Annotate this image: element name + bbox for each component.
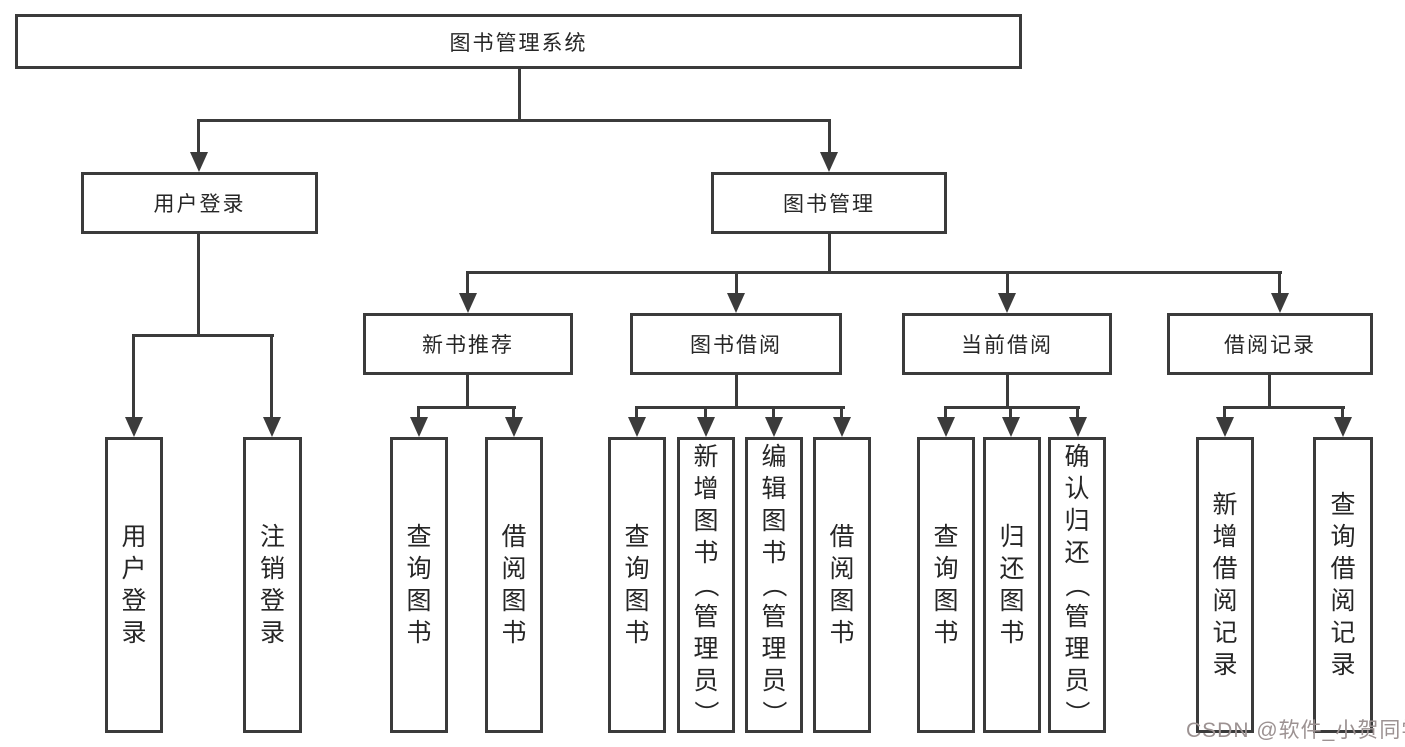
node-root: 图书管理系统 <box>15 14 1022 69</box>
node-book-borrow-label: 图书借阅 <box>690 334 782 357</box>
node-book-borrow: 图书借阅 <box>630 313 842 375</box>
node-borrow-records: 借阅记录 <box>1167 313 1373 375</box>
leaf-borrow-books: 借阅图书 <box>813 437 871 733</box>
arrow-down-icon <box>410 417 428 437</box>
arrow-down-icon <box>628 417 646 437</box>
arrow-down-icon <box>190 152 208 172</box>
node-book-management-label: 图书管理 <box>783 193 875 216</box>
leaf-edit-books-admin: 编辑图书（管理员） <box>745 437 803 733</box>
arrow-down-icon <box>1216 417 1234 437</box>
arrow-down-icon <box>1334 417 1352 437</box>
connector-line <box>466 374 469 409</box>
node-current-borrow-label: 当前借阅 <box>961 334 1053 357</box>
leaf-user-login-label: 用户登录 <box>121 523 147 647</box>
leaf-query-books-recommend-label: 查询图书 <box>406 523 432 647</box>
connector-line <box>1076 406 1079 422</box>
connector-line <box>512 406 515 422</box>
node-current-borrow: 当前借阅 <box>902 313 1112 375</box>
leaf-add-borrow-record: 新增借阅记录 <box>1196 437 1254 733</box>
arrow-down-icon <box>505 417 523 437</box>
connector-line <box>635 406 638 422</box>
node-borrow-records-label: 借阅记录 <box>1224 334 1316 357</box>
node-book-management: 图书管理 <box>711 172 947 234</box>
connector-line <box>1223 406 1226 422</box>
arrow-down-icon <box>998 293 1016 313</box>
leaf-return-books: 归还图书 <box>983 437 1041 733</box>
connector-line <box>840 406 843 422</box>
leaf-borrow-books-recommend: 借阅图书 <box>485 437 543 733</box>
arrow-down-icon <box>833 417 851 437</box>
leaf-return-books-label: 归还图书 <box>999 523 1025 647</box>
leaf-query-books-current-label: 查询图书 <box>933 523 959 647</box>
leaf-query-books-borrow: 查询图书 <box>608 437 666 733</box>
connector-line <box>772 406 775 422</box>
node-root-label: 图书管理系统 <box>449 31 588 55</box>
connector-line <box>417 406 516 409</box>
arrow-down-icon <box>263 417 281 437</box>
connector-line <box>1341 406 1344 422</box>
connector-line <box>466 271 1282 274</box>
connector-line <box>735 271 738 296</box>
arrow-down-icon <box>765 417 783 437</box>
node-new-book-recommend-label: 新书推荐 <box>422 334 514 357</box>
connector-line <box>1009 406 1012 422</box>
leaf-query-borrow-record: 查询借阅记录 <box>1313 437 1373 733</box>
arrow-down-icon <box>125 417 143 437</box>
connector-line <box>1006 374 1009 409</box>
connector-line <box>132 334 274 337</box>
connector-line <box>1268 374 1271 409</box>
arrow-down-icon <box>820 152 838 172</box>
node-new-book-recommend: 新书推荐 <box>363 313 573 375</box>
arrow-down-icon <box>1069 417 1087 437</box>
leaf-add-books-admin-label: 新增图书（管理员） <box>691 443 720 726</box>
leaf-borrow-books-label: 借阅图书 <box>829 523 855 647</box>
connector-line <box>635 406 845 409</box>
arrow-down-icon <box>937 417 955 437</box>
leaf-logout-label: 注销登录 <box>259 523 285 647</box>
connector-line <box>1223 406 1345 409</box>
connector-line <box>735 374 738 409</box>
connector-line <box>1006 271 1009 296</box>
connector-line <box>944 406 947 422</box>
arrow-down-icon <box>697 417 715 437</box>
connector-line <box>1278 271 1281 296</box>
leaf-confirm-return-admin-label: 确认归还（管理员） <box>1062 443 1091 726</box>
connector-line <box>197 119 200 155</box>
csdn-watermark: CSDN @软件_小贺同学 <box>1186 719 1405 742</box>
leaf-query-books-current: 查询图书 <box>917 437 975 733</box>
leaf-query-borrow-record-label: 查询借阅记录 <box>1330 491 1356 679</box>
connector-line <box>518 68 521 122</box>
arrow-down-icon <box>1002 417 1020 437</box>
leaf-borrow-books-recommend-label: 借阅图书 <box>501 523 527 647</box>
connector-line <box>197 233 200 337</box>
connector-line <box>132 334 135 420</box>
connector-line <box>944 406 1080 409</box>
leaf-add-books-admin: 新增图书（管理员） <box>677 437 735 733</box>
node-user-login: 用户登录 <box>81 172 318 234</box>
connector-line <box>270 334 273 420</box>
connector-line <box>828 119 831 155</box>
arrow-down-icon <box>727 293 745 313</box>
leaf-query-books-recommend: 查询图书 <box>390 437 448 733</box>
connector-line <box>466 271 469 296</box>
arrow-down-icon <box>459 293 477 313</box>
connector-line <box>417 406 420 422</box>
node-user-login-label: 用户登录 <box>153 193 246 216</box>
connector-line <box>197 119 831 122</box>
leaf-confirm-return-admin: 确认归还（管理员） <box>1048 437 1106 733</box>
leaf-query-books-borrow-label: 查询图书 <box>624 523 650 647</box>
leaf-user-login: 用户登录 <box>105 437 163 733</box>
leaf-add-borrow-record-label: 新增借阅记录 <box>1212 491 1238 679</box>
arrow-down-icon <box>1271 293 1289 313</box>
leaf-edit-books-admin-label: 编辑图书（管理员） <box>759 443 788 726</box>
connector-line <box>828 233 831 274</box>
connector-line <box>704 406 707 422</box>
leaf-logout: 注销登录 <box>243 437 302 733</box>
